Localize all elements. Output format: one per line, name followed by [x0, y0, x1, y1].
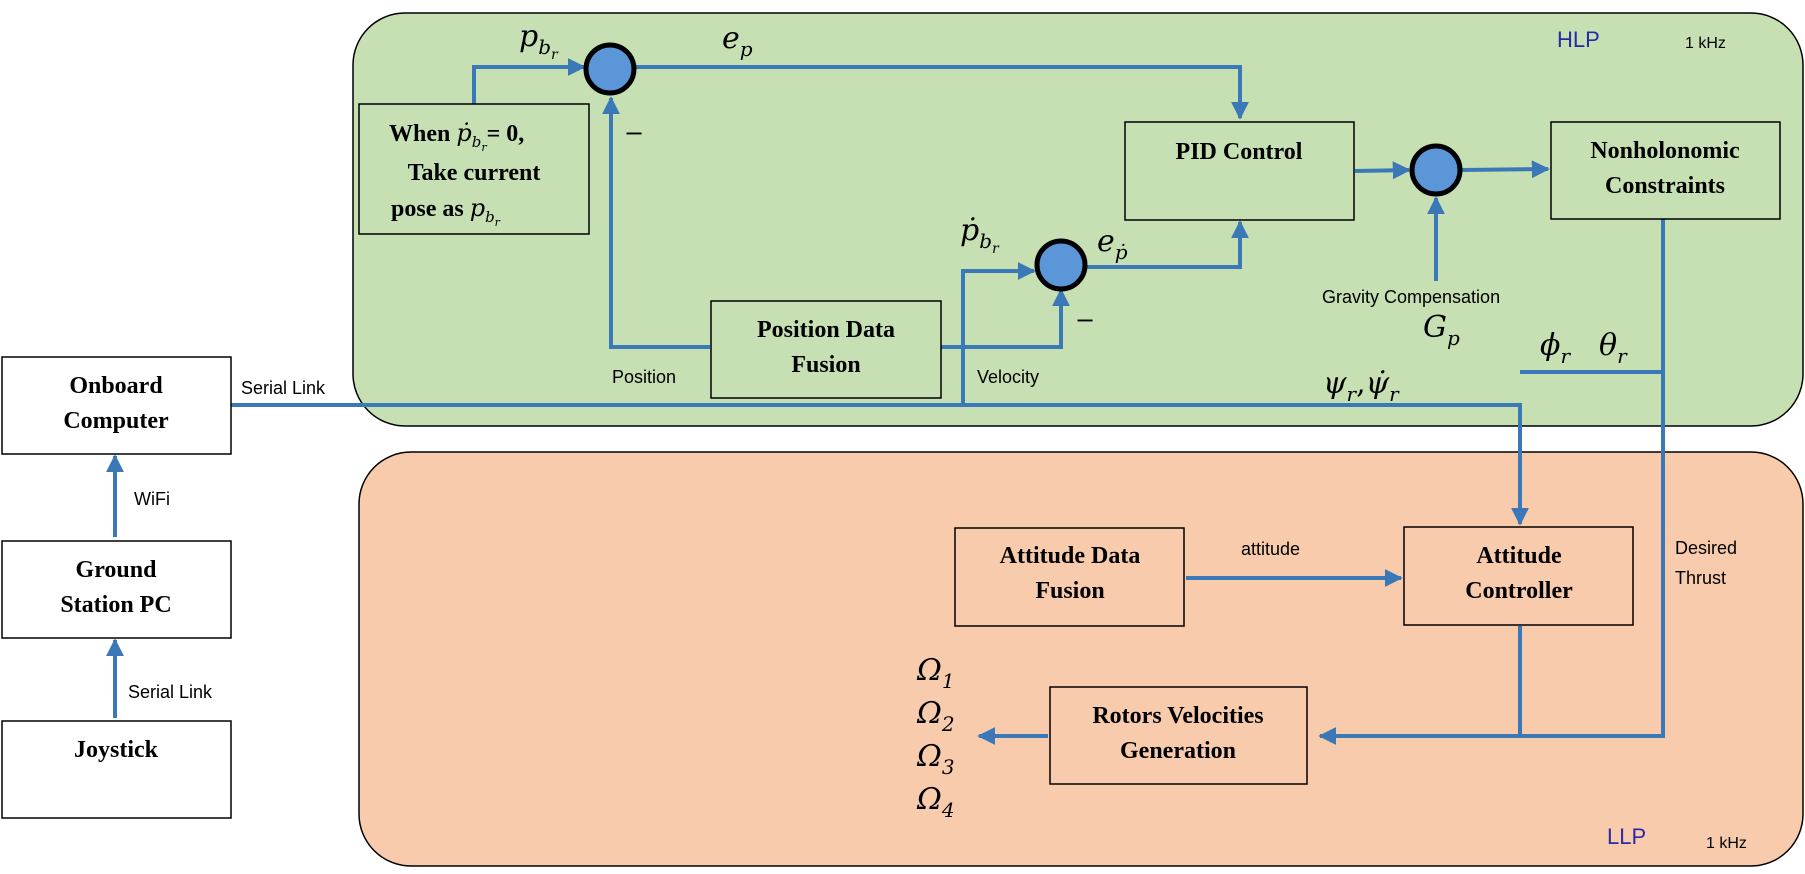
- p-br-reference-symbol: pbr: [519, 19, 559, 63]
- omega-2-symbol: Ω2: [916, 696, 955, 736]
- llp-region: [358, 451, 1804, 867]
- minus-sign-position: −: [624, 119, 644, 147]
- omega-4-symbol: Ω4: [916, 782, 955, 822]
- e-pdot-symbol: eṗ: [1097, 224, 1128, 264]
- joystick-label: Joystick: [74, 737, 159, 763]
- llp-rate: 1 kHz: [1706, 835, 1747, 852]
- attitude-label: attitude: [1241, 539, 1300, 559]
- hlp-rate: 1 kHz: [1685, 35, 1726, 52]
- ground-station-line2: Station PC: [60, 592, 171, 618]
- pid-to-sum3-line: [1354, 161, 1411, 180]
- summing-junction-velocity: [1034, 238, 1088, 292]
- desired-thrust-line1: Desired: [1675, 538, 1737, 558]
- pid-control-block: [1124, 121, 1355, 221]
- velocity-feedback-line: [941, 288, 1070, 349]
- attitude-fusion-line1: Attitude Data: [1000, 543, 1141, 569]
- position-fusion-block: [710, 300, 942, 399]
- onboard-computer-line2: Computer: [63, 408, 169, 434]
- nonholonomic-line2: Constraints: [1605, 173, 1725, 199]
- serial-link-top-label: Serial Link: [241, 378, 326, 398]
- hlp-label: HLP: [1557, 27, 1600, 52]
- attitude-controller-block: [1403, 526, 1634, 626]
- p-dot-br-symbol: ṗbr: [960, 213, 1000, 257]
- attitude-fusion-block: [954, 527, 1185, 627]
- pid-control-label: PID Control: [1176, 139, 1303, 165]
- sum3-to-nonholo-line: [1461, 160, 1550, 179]
- when-line1: When ṗbr= 0,: [389, 119, 524, 154]
- when-line3: pose as pbr: [391, 194, 501, 229]
- serial-link-bottom-label: Serial Link: [128, 682, 213, 702]
- onboard-computer-line1: Onboard: [69, 373, 163, 399]
- position-fusion-line1: Position Data: [757, 317, 895, 343]
- velocity-label: Velocity: [977, 367, 1039, 387]
- omega-1-symbol: Ω1: [916, 653, 955, 693]
- ep-to-pid-line: [634, 65, 1249, 120]
- summing-junction-gravity: [1409, 143, 1463, 197]
- attitude-controller-line1: Attitude: [1476, 543, 1562, 569]
- g-p-symbol: Gp: [1423, 310, 1460, 350]
- theta-r-symbol: θr: [1599, 328, 1628, 368]
- ground-station-line1: Ground: [76, 557, 158, 583]
- phi-r-symbol: ϕr: [1540, 328, 1571, 368]
- position-feedback-line: [602, 96, 710, 349]
- attitude-controller-line2: Controller: [1465, 578, 1573, 604]
- wifi-label: WiFi: [134, 489, 170, 509]
- position-label: Position: [612, 367, 676, 387]
- bus-to-pdot-line: [961, 262, 1036, 405]
- hlp-region: [352, 12, 1804, 427]
- when-line2: Take current: [408, 160, 541, 186]
- omega-3-symbol: Ω3: [916, 739, 955, 779]
- rotors-velocities-line1: Rotors Velocities: [1092, 703, 1263, 729]
- summing-junction-position: [583, 42, 637, 96]
- nonholonomic-block: [1550, 121, 1781, 220]
- desired-thrust-line2: Thrust: [1675, 568, 1726, 588]
- attitude-fusion-line2: Fusion: [1035, 578, 1104, 604]
- onboard-computer-block: [1, 356, 232, 455]
- ground-station-block: [1, 540, 232, 639]
- joystick-block: [1, 720, 232, 819]
- e-p-symbol: ep: [722, 21, 753, 61]
- serial-bus-line: [231, 403, 1529, 526]
- when-block: [358, 103, 590, 235]
- epdot-to-pid-line: [1086, 220, 1249, 269]
- gravity-compensation-label: Gravity Compensation: [1322, 287, 1500, 307]
- psi-r-symbol: ψr,ψ̇r: [1323, 366, 1400, 406]
- llp-label: LLP: [1607, 824, 1646, 849]
- position-fusion-line2: Fusion: [791, 352, 860, 378]
- when-to-sum1-line: [472, 58, 586, 104]
- signal-lines: [106, 58, 1665, 745]
- minus-sign-velocity: −: [1075, 306, 1095, 334]
- thrust-line: [1318, 219, 1665, 745]
- rotors-velocities-line2: Generation: [1120, 738, 1236, 764]
- nonholonomic-line1: Nonholonomic: [1590, 138, 1740, 164]
- rotors-velocities-block: [1049, 686, 1308, 785]
